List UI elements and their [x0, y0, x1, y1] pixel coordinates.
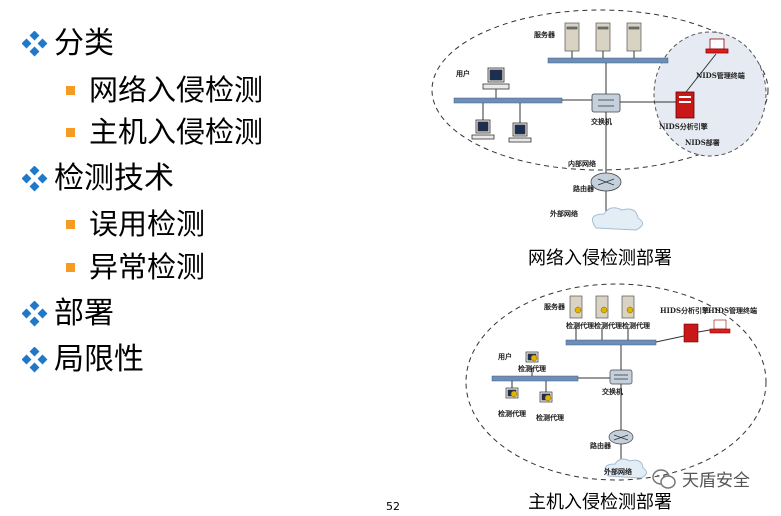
label-servers: 服务器 — [544, 302, 565, 311]
label-engine: HIDS分析引擎 — [660, 306, 710, 315]
label-agent: 检测代理 — [498, 409, 526, 418]
diamond-bullet-icon — [22, 301, 48, 327]
label-users: 用户 — [456, 69, 470, 78]
outline-text: 异常检测 — [89, 250, 206, 284]
label-switch: 交换机 — [602, 387, 623, 396]
switch-icon — [591, 93, 621, 113]
outline-text: 主机入侵检测 — [89, 115, 264, 149]
label-agent: 检测代理 — [622, 321, 650, 330]
label-deploy: NIDS部署 — [685, 138, 720, 147]
nids-network-drawing — [431, 9, 769, 231]
label-engine: NIDS分析引擎 — [659, 122, 708, 131]
label-agent: 检测代理 — [566, 321, 594, 330]
hids-caption: 主机入侵检测部署 — [528, 492, 672, 513]
cloud-icon — [604, 458, 647, 479]
label-mgmt: NIDS管理终端 — [696, 71, 745, 80]
outline-item: 误用检测 — [66, 207, 205, 241]
nids-engine-icon — [675, 91, 695, 119]
label-internal: 内部网络 — [568, 159, 596, 168]
outline-item: 检测技术 — [22, 162, 174, 196]
hids-network-drawing — [465, 283, 767, 481]
outline-text: 网络入侵检测 — [89, 73, 264, 107]
agent-person-icon — [574, 306, 634, 314]
diamond-bullet-icon — [22, 347, 48, 373]
square-bullet-icon — [66, 262, 75, 272]
switch-icon — [609, 369, 633, 385]
agent-person-icon — [510, 354, 552, 402]
label-agent: 检测代理 — [594, 321, 622, 330]
outline-item: 异常检测 — [66, 250, 205, 284]
outline-item: 网络入侵检测 — [66, 73, 263, 107]
outline-item: 部署 — [22, 297, 114, 331]
router-icon — [590, 172, 622, 192]
outline-item: 分类 — [22, 27, 114, 61]
label-mgmt: HIDS管理终端 — [708, 306, 758, 315]
label-servers: 服务器 — [534, 30, 555, 39]
label-external: 外部网络 — [604, 467, 632, 476]
page-number: 52 — [386, 500, 400, 513]
watermark: 天盾安全 — [652, 466, 750, 491]
diamond-bullet-icon — [22, 31, 48, 57]
outline-text: 部署 — [54, 296, 114, 331]
diamond-bullet-icon — [22, 166, 48, 192]
watermark-text: 天盾安全 — [682, 471, 750, 491]
outline-list: 分类 网络入侵检测 主机入侵检测 检测技术 误用检测 异常检测 部署 — [22, 27, 263, 377]
server-icon — [569, 295, 635, 319]
cloud-icon — [591, 207, 643, 231]
hids-engine-icon — [683, 323, 699, 343]
square-bullet-icon — [66, 85, 75, 95]
outline-text: 局限性 — [54, 342, 144, 377]
computer-icon — [471, 67, 532, 143]
outline-item: 主机入侵检测 — [66, 115, 263, 149]
label-agent: 检测代理 — [518, 364, 546, 373]
wechat-icon — [652, 468, 676, 489]
outline-item: 局限性 — [22, 343, 144, 377]
square-bullet-icon — [66, 127, 75, 137]
nids-caption: 网络入侵检测部署 — [528, 248, 672, 269]
outline-text: 分类 — [54, 26, 114, 61]
square-bullet-icon — [66, 219, 75, 229]
hids-deployment-diagram: 服务器 检测代理 检测代理 检测代理 HIDS分析引擎 HIDS管理终端 用户 … — [462, 280, 770, 513]
label-router: 路由器 — [573, 184, 594, 193]
router-icon — [608, 429, 634, 445]
outline-text: 误用检测 — [89, 207, 206, 241]
label-router: 路由器 — [590, 441, 611, 450]
server-icon — [564, 22, 642, 52]
laptop-icon — [709, 319, 731, 334]
label-agent: 检测代理 — [536, 413, 564, 422]
laptop-icon — [705, 38, 729, 54]
label-switch: 交换机 — [591, 117, 612, 126]
label-users: 用户 — [498, 352, 512, 361]
label-external: 外部网络 — [550, 209, 578, 218]
nids-deployment-diagram: 服务器 用户 交换机 内部网络 路由器 外部网络 NIDS管理终端 NIDS分析… — [428, 8, 778, 270]
outline-text: 检测技术 — [54, 161, 174, 196]
